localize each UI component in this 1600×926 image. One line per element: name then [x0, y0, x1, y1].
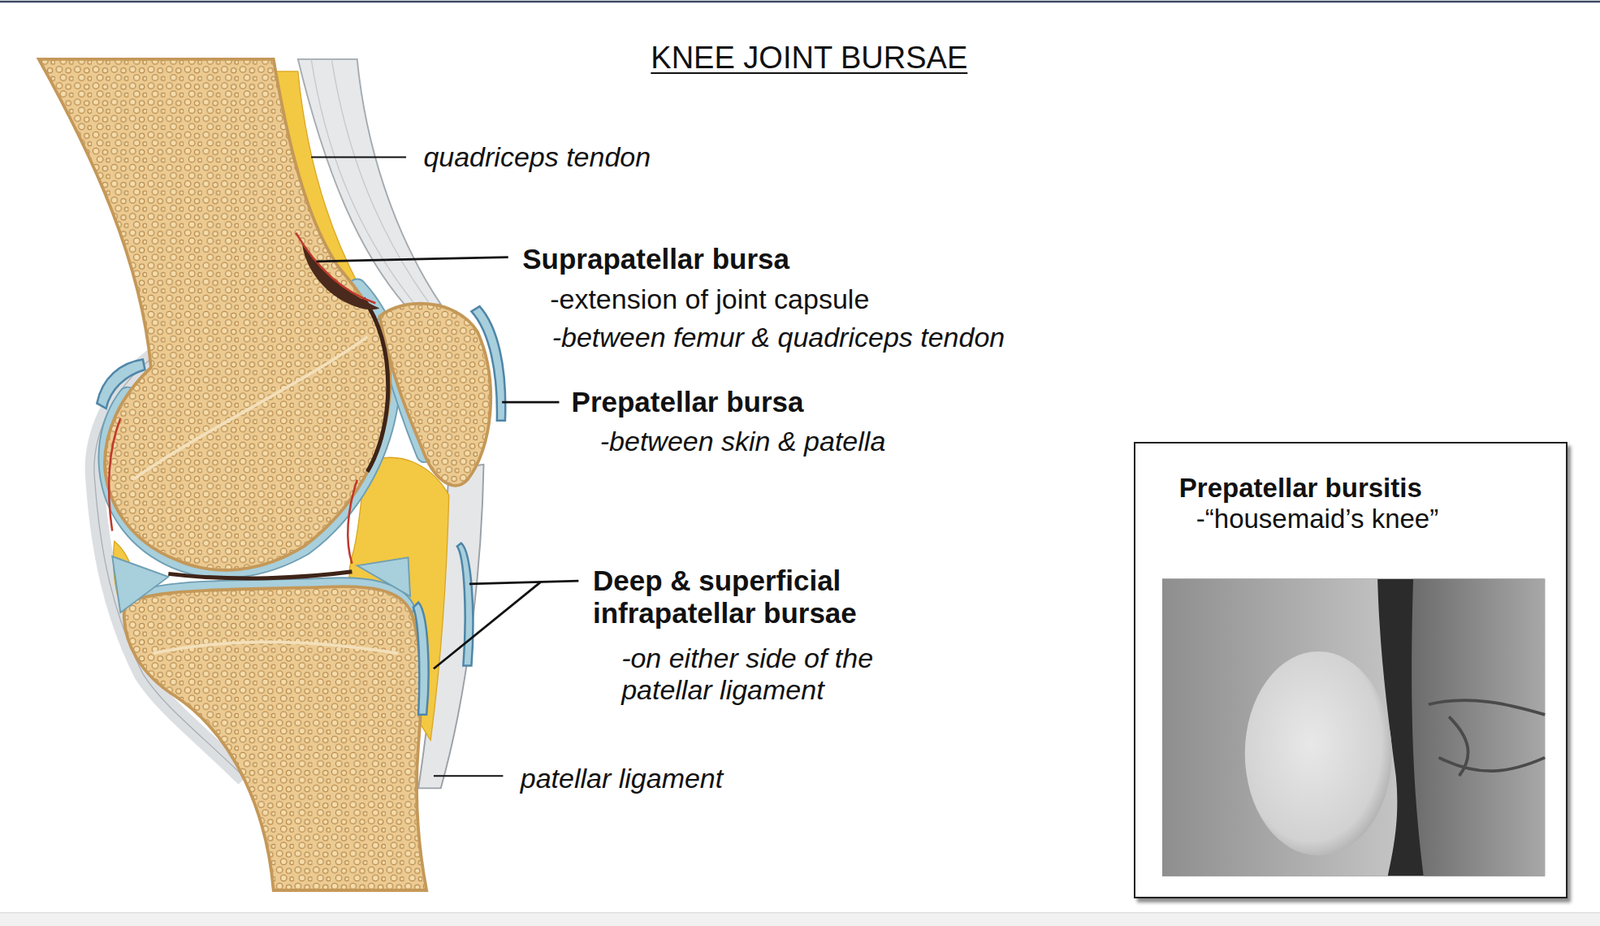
bursa-label: Prepatellar bursa: [571, 385, 805, 419]
photo-ground: [1162, 579, 1545, 877]
leader-line: [433, 774, 503, 777]
posterior-bursa: [96, 358, 145, 408]
anterior-meniscus: [357, 557, 411, 597]
synovial-membrane: [295, 233, 376, 304]
bursa-label: Suprapatellar bursa: [522, 242, 790, 276]
posterior-meniscus: [112, 556, 169, 613]
diagram-title: KNEE JOINT BURSAE: [650, 40, 968, 77]
bursa-note: -on either side of the patellar ligament: [621, 642, 900, 706]
box-note: -“housemaid’s knee”: [1196, 503, 1566, 535]
synovial-membrane: [347, 480, 357, 564]
bursa-note: -between skin & patella: [600, 425, 887, 458]
structure-label: patellar ligament: [520, 762, 723, 795]
patella-bone: [379, 303, 491, 486]
tibia-bone: [124, 586, 427, 891]
leader-line: [315, 257, 508, 262]
synovial-membrane: [108, 418, 121, 531]
photo-left-leg: [1162, 579, 1397, 877]
bursa-note: -extension of joint capsule: [549, 283, 870, 316]
top-rule: [0, 0, 1600, 4]
leader-line: [311, 156, 407, 159]
bottom-bar: [0, 912, 1600, 926]
joint-space: [168, 571, 352, 579]
photo-bursa-swelling: [1245, 651, 1393, 856]
leader-line: [433, 581, 541, 669]
structure-label: quadriceps tendon: [423, 141, 651, 173]
bursa-note: -between femur & quadriceps tendon: [552, 321, 1006, 354]
joint-space: [363, 298, 389, 472]
leader-line: [469, 580, 579, 584]
epiphyseal-line: [132, 337, 368, 480]
deep-infrapatellar-bursa: [413, 602, 429, 715]
figure-box: Prepatellar bursitis-“housemaid’s knee”: [1133, 441, 1568, 899]
photo-right-leg: [1411, 579, 1545, 877]
leader-line: [501, 401, 559, 404]
bursa-label: Deep & superficial infrapatellar bursae: [592, 564, 905, 631]
bottom-bar-edge: [0, 912, 1600, 913]
prepatellar-bursa: [471, 306, 506, 421]
epiphyseal-line: [152, 641, 398, 653]
photo-skin-creases: [1428, 700, 1545, 776]
femur-bone: [38, 59, 391, 571]
box-heading: Prepatellar bursitis: [1179, 472, 1566, 504]
